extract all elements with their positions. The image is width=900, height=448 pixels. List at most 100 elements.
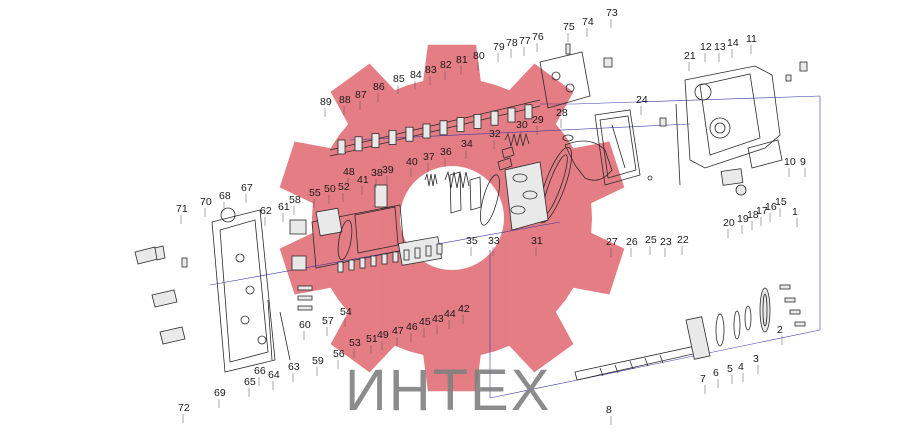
callout-89: 89 bbox=[320, 96, 332, 108]
callout-32: 32 bbox=[489, 128, 501, 140]
callout-14: 14 bbox=[727, 37, 739, 49]
callout-6: 6 bbox=[713, 367, 719, 379]
control-valve-assembly bbox=[329, 43, 613, 157]
callout-27: 27 bbox=[606, 236, 618, 248]
small-pin bbox=[414, 247, 421, 259]
callout-88: 88 bbox=[339, 94, 351, 106]
callout-47: 47 bbox=[392, 325, 404, 337]
callout-76: 76 bbox=[532, 31, 544, 43]
callout-79: 79 bbox=[493, 41, 505, 53]
callout-39: 39 bbox=[382, 164, 394, 176]
callout-59: 59 bbox=[312, 355, 324, 367]
callout-12: 12 bbox=[700, 41, 712, 53]
callout-51: 51 bbox=[366, 333, 378, 345]
valve-plate bbox=[594, 103, 681, 186]
small-pin bbox=[359, 257, 366, 269]
callout-19: 19 bbox=[737, 213, 749, 225]
callout-64: 64 bbox=[268, 369, 280, 381]
callout-44: 44 bbox=[444, 308, 456, 320]
callout-55: 55 bbox=[309, 187, 321, 199]
valve-component bbox=[439, 120, 448, 136]
small-pin bbox=[425, 245, 432, 257]
plug-parts bbox=[785, 61, 808, 82]
callout-10: 10 bbox=[784, 156, 796, 168]
callout-85: 85 bbox=[393, 73, 405, 85]
valve-component bbox=[337, 139, 346, 155]
small-pin bbox=[436, 243, 443, 255]
small-pin bbox=[348, 259, 355, 271]
callout-52: 52 bbox=[338, 181, 350, 193]
callout-48: 48 bbox=[343, 166, 355, 178]
callout-16: 16 bbox=[765, 201, 777, 213]
callout-66: 66 bbox=[254, 365, 266, 377]
callout-25: 25 bbox=[645, 234, 657, 246]
valve-component bbox=[371, 133, 380, 149]
callout-35: 35 bbox=[466, 235, 478, 247]
small-pin bbox=[392, 251, 399, 263]
callout-61: 61 bbox=[278, 201, 290, 213]
bolt bbox=[779, 284, 791, 290]
callout-7: 7 bbox=[700, 373, 706, 385]
callout-36: 36 bbox=[440, 146, 452, 158]
callout-54: 54 bbox=[340, 306, 352, 318]
callout-67: 67 bbox=[241, 182, 253, 194]
callout-40: 40 bbox=[406, 156, 418, 168]
valve-component bbox=[473, 114, 482, 129]
callout-73: 73 bbox=[606, 7, 618, 19]
callout-65: 65 bbox=[244, 376, 256, 388]
callout-13: 13 bbox=[714, 41, 726, 53]
callout-72: 72 bbox=[178, 402, 190, 414]
swash-plate-assembly bbox=[538, 134, 613, 224]
callout-81: 81 bbox=[456, 54, 468, 66]
callout-42: 42 bbox=[458, 303, 470, 315]
callout-20: 20 bbox=[723, 217, 735, 229]
callout-30: 30 bbox=[516, 119, 528, 131]
callout-74: 74 bbox=[582, 16, 594, 28]
callout-21: 21 bbox=[684, 50, 696, 62]
small-pin bbox=[381, 253, 388, 265]
callout-69: 69 bbox=[214, 387, 226, 399]
bolt bbox=[784, 297, 796, 303]
callout-57: 57 bbox=[322, 315, 334, 327]
callout-4: 4 bbox=[738, 361, 744, 373]
callout-68: 68 bbox=[219, 190, 231, 202]
callout-43: 43 bbox=[432, 313, 444, 325]
callout-83: 83 bbox=[425, 64, 437, 76]
callout-60: 60 bbox=[299, 319, 311, 331]
callout-49: 49 bbox=[377, 329, 389, 341]
valve-component bbox=[507, 107, 516, 123]
callout-17: 17 bbox=[756, 205, 768, 217]
callout-63: 63 bbox=[288, 361, 300, 373]
callout-15: 15 bbox=[775, 196, 787, 208]
callout-2: 2 bbox=[777, 324, 783, 336]
callout-24: 24 bbox=[636, 94, 648, 106]
callout-1: 1 bbox=[792, 206, 798, 218]
callout-41: 41 bbox=[357, 174, 369, 186]
callout-8: 8 bbox=[606, 404, 612, 416]
callout-75: 75 bbox=[563, 21, 575, 33]
callout-45: 45 bbox=[419, 316, 431, 328]
callout-5: 5 bbox=[727, 363, 733, 375]
valve-component bbox=[354, 136, 363, 152]
callout-58: 58 bbox=[289, 194, 301, 206]
callout-53: 53 bbox=[349, 337, 361, 349]
valve-component bbox=[388, 129, 397, 145]
callout-46: 46 bbox=[406, 321, 418, 333]
callout-3: 3 bbox=[753, 353, 759, 365]
callout-86: 86 bbox=[373, 81, 385, 93]
callout-26: 26 bbox=[626, 236, 638, 248]
callout-71: 71 bbox=[176, 203, 188, 215]
callout-9: 9 bbox=[800, 156, 806, 168]
callout-82: 82 bbox=[440, 59, 452, 71]
bolt bbox=[789, 309, 801, 315]
callout-80: 80 bbox=[473, 50, 485, 62]
callout-34: 34 bbox=[461, 138, 473, 150]
valve-component bbox=[524, 104, 533, 120]
fittings bbox=[134, 245, 313, 345]
callout-56: 56 bbox=[333, 348, 345, 360]
small-pin bbox=[337, 261, 344, 273]
small-pin bbox=[370, 255, 377, 267]
bolt bbox=[794, 321, 806, 327]
